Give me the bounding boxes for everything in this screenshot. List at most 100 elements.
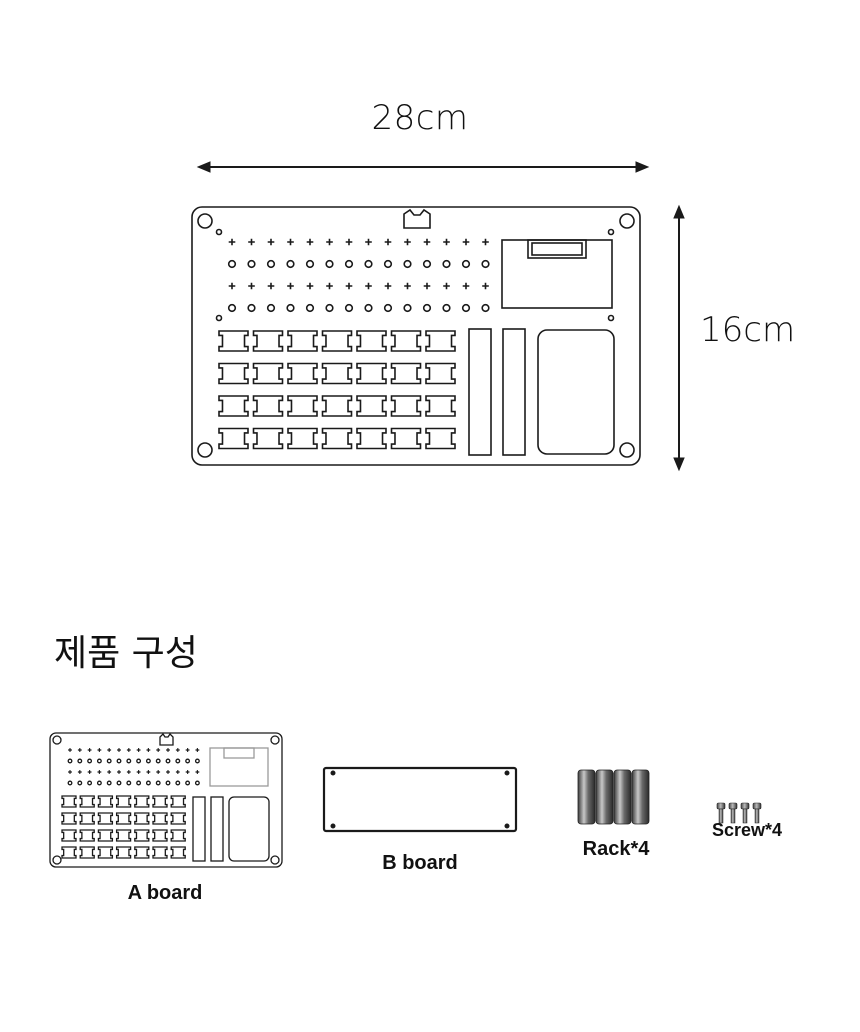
clip-slot [390, 427, 422, 450]
cross-hole [365, 282, 372, 290]
round-hole [461, 259, 471, 269]
round-hole [136, 780, 142, 786]
clip-slot [356, 330, 387, 352]
cross-hole [87, 748, 92, 752]
clip-slot [321, 362, 353, 385]
round-hole [67, 758, 73, 764]
clip-slot [170, 846, 186, 859]
clip-slot [356, 427, 387, 450]
cross-hole [87, 770, 92, 774]
round-hole [344, 259, 354, 269]
clip-slot [115, 829, 132, 842]
cross-hole [384, 238, 392, 246]
cross-hole [195, 748, 200, 752]
cross-hole [228, 238, 236, 246]
round-hole [364, 259, 373, 269]
clip-slot [79, 812, 95, 825]
round-hole [155, 780, 161, 786]
cross-hole [126, 748, 131, 752]
round-hole [96, 758, 102, 764]
cross-hole [97, 748, 102, 752]
round-hole [194, 758, 200, 764]
clip-slot [152, 795, 168, 808]
round-hole [227, 259, 237, 269]
clip-slot [287, 362, 318, 385]
cross-hole [248, 238, 255, 246]
cross-hole [365, 238, 372, 246]
round-hole [305, 303, 315, 313]
round-hole [77, 758, 83, 764]
height-arrow [673, 204, 685, 472]
cross-hole [126, 770, 131, 774]
cross-hole [175, 770, 180, 774]
cross-hole [443, 282, 450, 290]
clip-slot [152, 812, 168, 825]
cross-hole [287, 282, 294, 290]
clip-slot [134, 846, 150, 859]
round-hole [422, 303, 432, 313]
clip-slot [97, 795, 114, 808]
clip-slot [390, 330, 422, 352]
cross-hole [462, 282, 470, 290]
section-title: 제품 구성 [54, 633, 198, 674]
clip-slot [79, 795, 95, 808]
round-hole [145, 758, 151, 764]
round-hole [175, 758, 181, 764]
round-hole [266, 259, 276, 269]
clip-slot [252, 330, 284, 352]
height-dimension-label: 16cm [700, 310, 796, 350]
clip-slot [287, 395, 318, 417]
cross-hole [248, 282, 255, 290]
clip-slot [390, 395, 422, 417]
cross-hole [117, 748, 121, 752]
cross-hole [156, 748, 161, 752]
clip-slot [152, 846, 168, 859]
cross-hole [117, 770, 121, 774]
cross-hole [443, 238, 450, 246]
cross-hole [136, 770, 141, 774]
clip-slot [61, 795, 77, 808]
cross-hole [185, 770, 190, 774]
round-hole [461, 303, 471, 313]
clip-slot [218, 427, 249, 450]
cross-hole [195, 770, 200, 774]
round-hole [442, 259, 451, 269]
round-hole [165, 780, 171, 786]
clip-slot [252, 395, 284, 417]
clip-slot [97, 829, 114, 842]
clip-slot [252, 362, 284, 385]
clip-slot [61, 812, 77, 825]
round-hole [325, 303, 334, 313]
round-hole [364, 303, 373, 313]
clip-slot [170, 812, 186, 825]
cross-hole [404, 282, 411, 290]
cross-hole [384, 282, 392, 290]
clip-slot [321, 427, 353, 450]
round-hole [194, 780, 200, 786]
round-hole [247, 259, 256, 269]
cross-hole [107, 748, 112, 752]
cross-hole [107, 770, 112, 774]
cross-hole [185, 748, 190, 752]
round-hole [116, 758, 122, 764]
cross-hole [423, 238, 431, 246]
clip-slot [425, 427, 456, 450]
cross-hole [146, 748, 151, 752]
cross-hole [326, 282, 333, 290]
width-dimension-label: 28cm [371, 98, 469, 138]
round-hole [136, 758, 142, 764]
round-hole [481, 259, 490, 269]
round-hole [155, 758, 161, 764]
clip-slot [356, 362, 387, 385]
cross-hole [97, 770, 102, 774]
clip-slot [134, 829, 150, 842]
round-hole [175, 780, 181, 786]
round-hole [96, 780, 102, 786]
clip-slot [152, 829, 168, 842]
width-arrow [196, 161, 650, 173]
a-board-diagram [49, 732, 283, 868]
clip-slot [97, 812, 114, 825]
cross-hole [68, 748, 72, 752]
clip-slot [218, 330, 249, 352]
